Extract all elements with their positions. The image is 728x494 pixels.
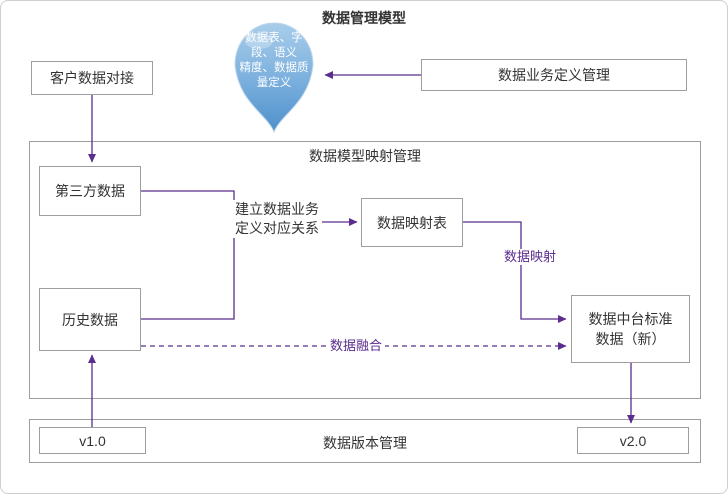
node-business-definition-label: 数据业务定义管理 <box>498 67 610 83</box>
version-management-container <box>29 419 701 463</box>
node-business-definition: 数据业务定义管理 <box>421 59 687 91</box>
node-v2-label: v2.0 <box>619 432 647 449</box>
node-third-party-data: 第三方数据 <box>39 166 141 216</box>
edge-label-data-fusion: 数据融合 <box>327 338 386 354</box>
model-mapping-container <box>29 141 701 399</box>
node-data-mapping-table-label: 数据映射表 <box>377 214 447 231</box>
page-title: 数据管理模型 <box>322 10 406 26</box>
model-mapping-container-label: 数据模型映射管理 <box>309 148 421 164</box>
balloon-text: 数据表、字 段、语义 精度、数据质 量定义 <box>239 32 309 89</box>
node-history-data: 历史数据 <box>39 288 141 351</box>
balloon-shape-icon <box>234 22 314 134</box>
callout-balloon: 数据表、字 段、语义 精度、数据质 量定义 <box>227 15 321 135</box>
node-customer-data-label: 客户数据对接 <box>50 70 134 86</box>
node-v1: v1.0 <box>39 427 146 454</box>
edge-label-establish-relation: 建立数据业务 定义对应关系 <box>232 200 322 238</box>
node-data-mapping-table: 数据映射表 <box>361 198 463 247</box>
node-history-data-label: 历史数据 <box>62 311 118 328</box>
node-third-party-data-label: 第三方数据 <box>55 183 125 199</box>
node-customer-data: 客户数据对接 <box>31 61 153 95</box>
node-standard-data-label: 数据中台标准 数据（新） <box>588 311 673 347</box>
version-management-container-label: 数据版本管理 <box>323 435 407 451</box>
node-v1-label: v1.0 <box>79 432 106 449</box>
edge-label-data-mapping: 数据映射 <box>501 249 560 265</box>
node-standard-data: 数据中台标准 数据（新） <box>571 295 690 363</box>
node-v2: v2.0 <box>577 427 689 454</box>
